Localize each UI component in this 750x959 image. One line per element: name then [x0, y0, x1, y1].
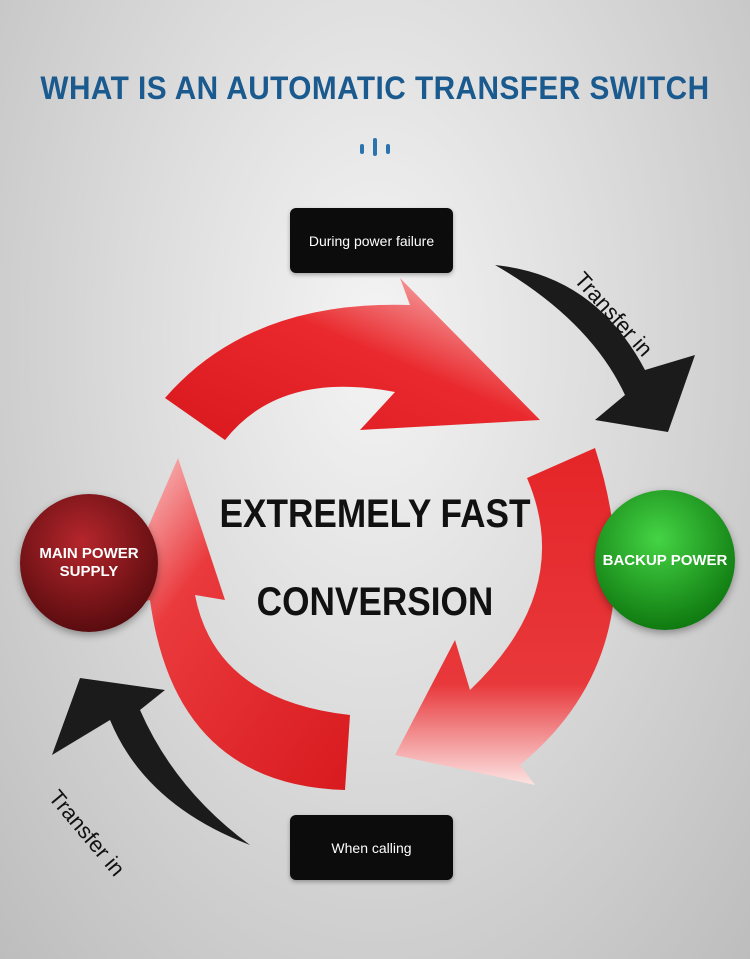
center-text-line-2: CONVERSION: [256, 580, 494, 624]
decorative-bars: [358, 138, 394, 156]
cycle-arrow-right: [395, 448, 616, 785]
transfer-arrow-top: [495, 265, 695, 432]
cycle-arrow-top: [165, 278, 540, 440]
backup-power-node: BACKUP POWER: [595, 490, 735, 630]
label-when-calling: When calling: [290, 815, 453, 880]
backup-power-label: BACKUP POWER: [602, 551, 728, 569]
deco-bar: [386, 144, 390, 154]
main-node-bg: [20, 494, 158, 632]
backup-node-bg: [595, 490, 735, 630]
deco-bar: [373, 138, 377, 156]
label-during-power-failure: During power failure: [290, 208, 453, 273]
main-power-supply-node: MAIN POWER SUPPLY: [20, 494, 158, 632]
center-text-line-1: EXTREMELY FAST: [219, 492, 531, 536]
main-power-supply-label: MAIN POWER SUPPLY: [39, 545, 139, 580]
transfer-arrow-bottom: [52, 678, 250, 845]
deco-bar: [360, 144, 364, 154]
page-title: WHAT IS AN AUTOMATIC TRANSFER SWITCH: [40, 70, 710, 106]
cycle-arrow-left: [112, 458, 350, 790]
